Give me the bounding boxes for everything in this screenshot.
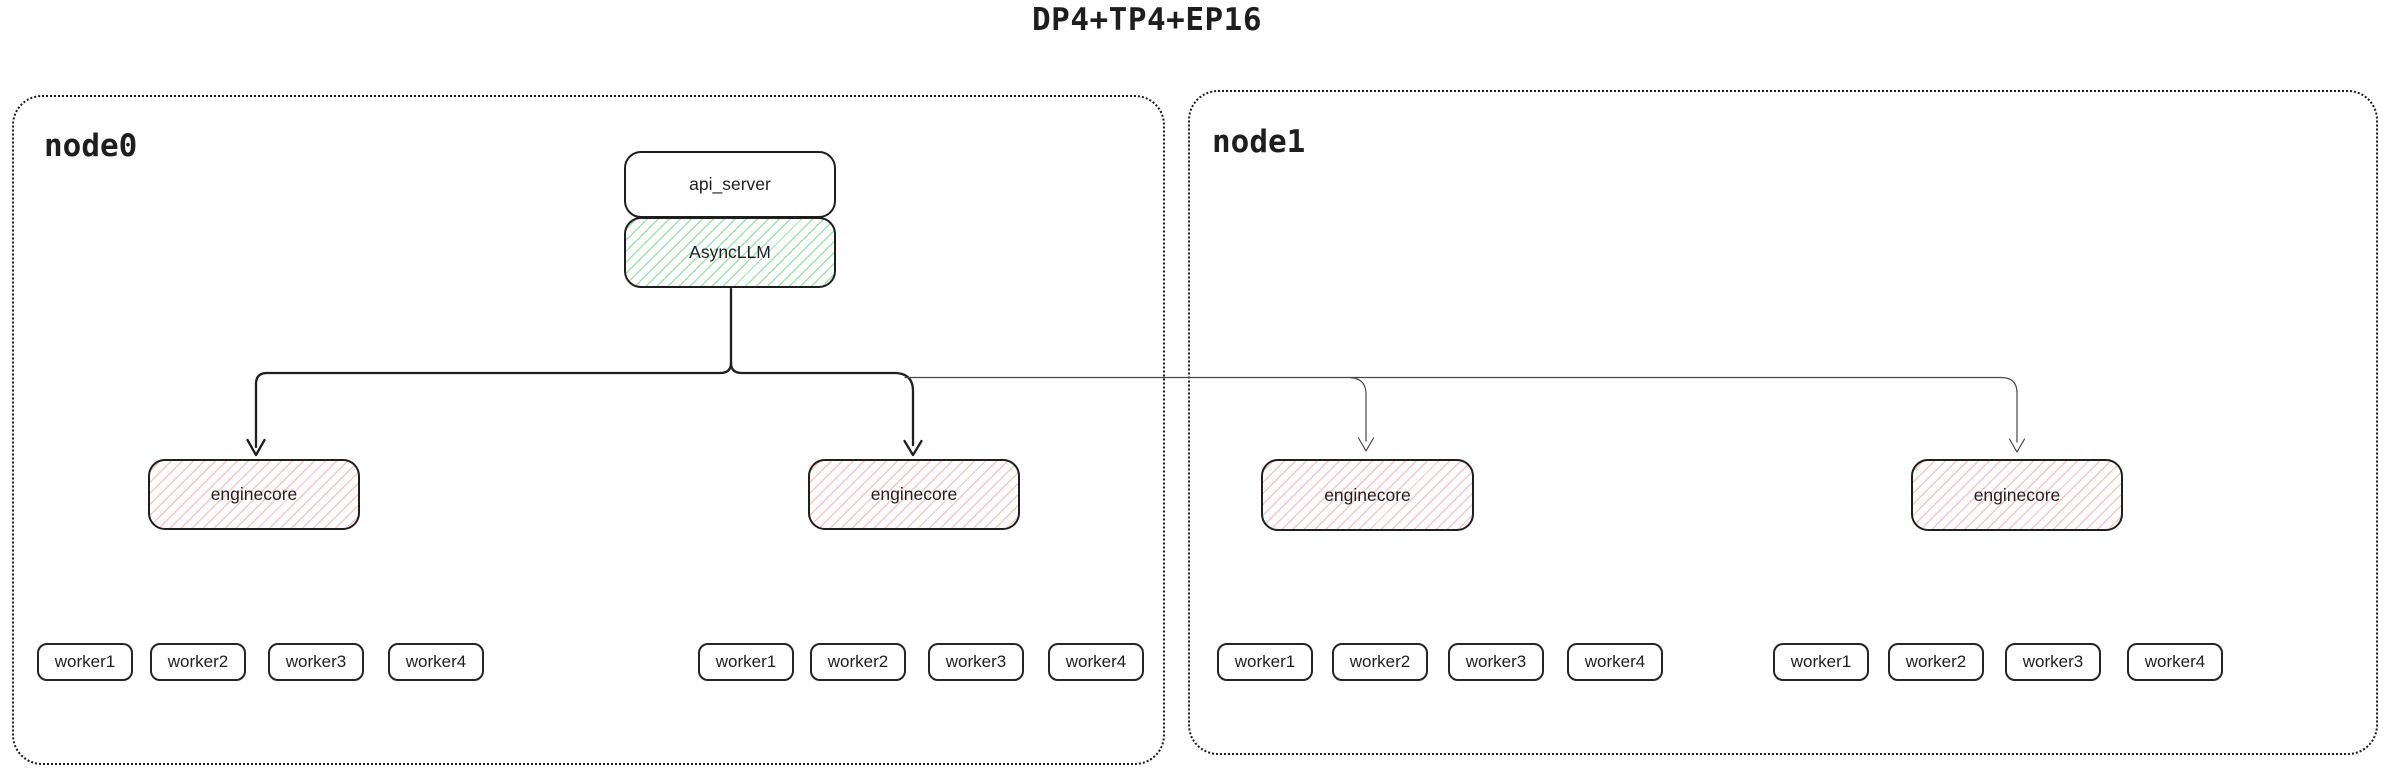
enginecore-label: enginecore — [1324, 484, 1411, 505]
worker-label: worker3 — [945, 652, 1007, 671]
worker-label: worker1 — [1790, 652, 1852, 671]
enginecore-label: enginecore — [870, 484, 958, 504]
worker-label: worker1 — [54, 652, 116, 671]
worker-label: worker4 — [405, 652, 467, 671]
enginecore-box: enginecore — [148, 459, 360, 530]
worker-box: worker3 — [928, 643, 1024, 681]
worker-box: worker3 — [1448, 643, 1544, 681]
worker-box: worker1 — [1773, 643, 1869, 681]
node1-label: node1 — [1212, 124, 1306, 160]
worker-label: worker2 — [1349, 652, 1411, 671]
worker-label: worker2 — [167, 652, 229, 671]
worker-label: worker3 — [285, 652, 347, 671]
worker-box: worker2 — [150, 643, 246, 681]
api-server-box: api_server — [624, 151, 836, 218]
worker-label: worker3 — [1465, 652, 1527, 671]
enginecore-label: enginecore — [210, 484, 298, 504]
worker-box: worker4 — [1048, 643, 1144, 681]
worker-box: worker3 — [268, 643, 364, 681]
asyncllm-box: AsyncLLM — [624, 217, 836, 288]
worker-box: worker2 — [1888, 643, 1984, 681]
enginecore-box: enginecore — [1911, 459, 2123, 531]
asyncllm-label: AsyncLLM — [689, 242, 771, 262]
api-server-label: api_server — [689, 174, 771, 194]
node0-label: node0 — [44, 128, 138, 164]
worker-box: worker4 — [388, 643, 484, 681]
worker-box: worker1 — [37, 643, 133, 681]
worker-label: worker1 — [1234, 652, 1296, 671]
worker-box: worker2 — [1332, 643, 1428, 681]
worker-label: worker2 — [1905, 652, 1967, 671]
worker-box: worker3 — [2005, 643, 2101, 681]
enginecore-box: enginecore — [1261, 459, 1474, 531]
enginecore-box: enginecore — [808, 459, 1020, 530]
worker-box: worker1 — [698, 643, 794, 681]
worker-box: worker1 — [1217, 643, 1313, 681]
worker-box: worker4 — [2127, 643, 2223, 681]
worker-label: worker4 — [2144, 652, 2206, 671]
worker-box: worker2 — [810, 643, 906, 681]
worker-label: worker3 — [2022, 652, 2084, 671]
worker-box: worker4 — [1567, 643, 1663, 681]
worker-label: worker4 — [1584, 652, 1646, 671]
worker-label: worker2 — [827, 652, 889, 671]
enginecore-label: enginecore — [1973, 484, 2061, 505]
diagram-title: DP4+TP4+EP16 — [1032, 2, 1262, 38]
worker-label: worker4 — [1065, 652, 1127, 671]
worker-label: worker1 — [715, 652, 777, 671]
